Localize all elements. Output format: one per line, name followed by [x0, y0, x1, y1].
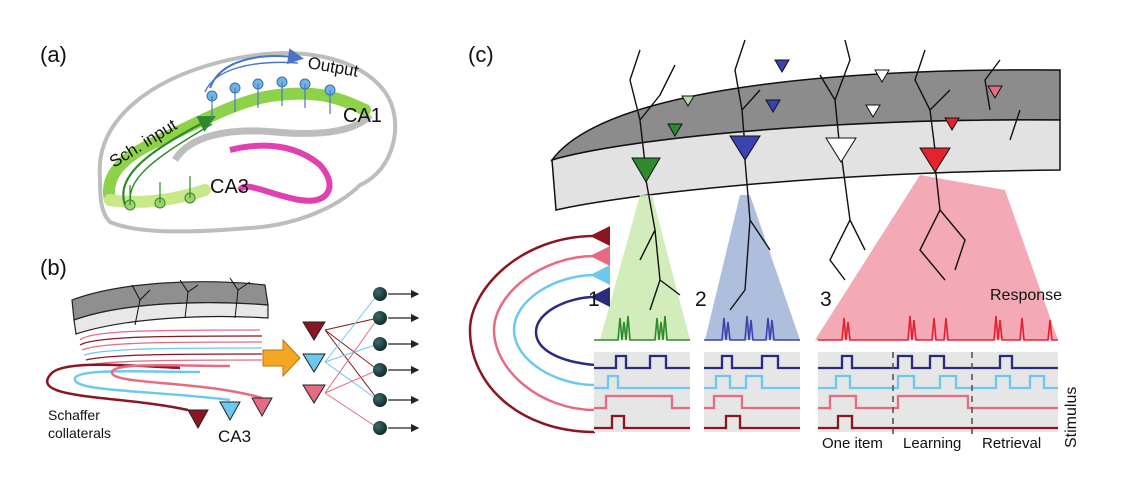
- schaffer-light-blue: [73, 369, 231, 402]
- neuron-number-2: 2: [695, 288, 707, 311]
- small-soma-white-2: [865, 104, 881, 118]
- output-label: Output: [306, 53, 360, 81]
- stimulus-label: Stimulus: [1063, 387, 1080, 448]
- input-arc-light-blue: [512, 264, 611, 387]
- neuron-number-1: 1: [588, 288, 600, 311]
- ca3-label-a: CA3: [210, 176, 249, 198]
- ca1-neurons: [206, 76, 336, 102]
- neuron-3-soma: [919, 147, 951, 173]
- ca3-neuron-pink: [251, 397, 273, 418]
- response-label: Response: [990, 287, 1062, 304]
- panel-b-label: (b): [40, 255, 67, 280]
- dentate-gyrus: [229, 142, 333, 204]
- ca3-label-b: CA3: [218, 427, 251, 446]
- ca1-dendrites: [211, 82, 331, 118]
- ca3-neuron-dark-red: [187, 409, 209, 430]
- network-connections: [324, 293, 379, 429]
- small-soma-red: [944, 117, 960, 131]
- net-neuron-dark-red: [302, 321, 326, 341]
- small-soma-green-2: [681, 95, 695, 107]
- small-soma-white: [874, 69, 890, 83]
- ca3-dendrites: [129, 176, 191, 205]
- phase-dividers: [892, 352, 973, 434]
- small-soma-pink: [987, 85, 1003, 99]
- neuron-dendrites: [629, 39, 1021, 311]
- phase-one-item: One item: [822, 435, 883, 452]
- schaffer-dark-red: [46, 363, 189, 412]
- net-neuron-pink: [302, 384, 326, 404]
- phase-retrieval: Retrieval: [982, 435, 1041, 452]
- output-arrows: [388, 289, 420, 433]
- ca1-band: [103, 87, 371, 206]
- transform-arrow-icon: [262, 338, 301, 378]
- panel-c: (c) 1: [468, 39, 1080, 452]
- schaffer-label-1: Schaffer: [48, 407, 100, 423]
- neuron-2-soma: [729, 135, 761, 161]
- net-neuron-light-blue: [302, 353, 326, 373]
- output-arrow-2: [204, 61, 299, 93]
- hippocampus-outline: [97, 51, 398, 234]
- panel-a: (a) Sch. input Output C: [40, 42, 398, 234]
- dendrite-tangle: [131, 277, 251, 326]
- input-arc-navy: [534, 286, 611, 367]
- field-green: [600, 195, 690, 340]
- panel-b: (b) Schaffer collaterals CA3: [40, 255, 420, 446]
- output-nodes: [373, 287, 387, 435]
- schaffer-label-2: collaterals: [48, 425, 111, 441]
- small-soma-blue: [774, 59, 790, 73]
- axon-bundle: [79, 329, 263, 366]
- dentate-line: [172, 112, 373, 163]
- schaffer-pink: [110, 363, 263, 400]
- stimulus-trains: [594, 354, 1058, 430]
- response-traces: [594, 315, 1058, 341]
- field-red: [815, 175, 1058, 340]
- ca3-neuron-light-blue: [219, 401, 241, 422]
- field-blue: [705, 195, 800, 340]
- ca1-label: CA1: [343, 105, 382, 127]
- panel-c-label: (c): [468, 42, 494, 67]
- neuron-1-soma: [631, 157, 661, 183]
- input-arc-dark-red: [468, 225, 611, 434]
- neuron-number-3: 3: [820, 288, 832, 311]
- phase-learning: Learning: [903, 435, 961, 452]
- input-arc-pink: [492, 245, 611, 412]
- small-soma-blue-2: [765, 99, 781, 113]
- neuron-white-soma: [825, 137, 857, 163]
- small-soma-green: [667, 123, 683, 137]
- cortex-slab-side: [73, 302, 269, 335]
- schaffer-input-arrow: [122, 115, 216, 206]
- stimulus-panels: [594, 352, 1058, 432]
- panel-a-label: (a): [40, 42, 67, 67]
